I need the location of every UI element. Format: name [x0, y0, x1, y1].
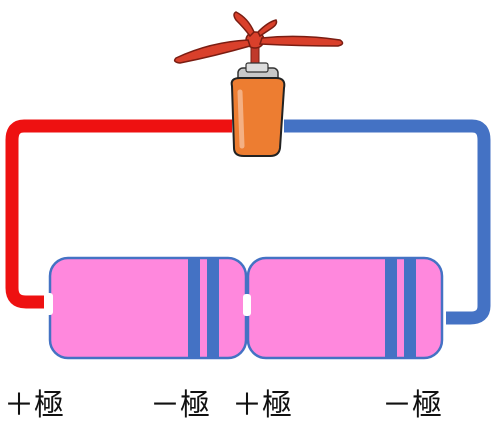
battery-contact	[243, 294, 251, 316]
battery-contact	[44, 293, 53, 315]
battery-icon	[48, 256, 248, 360]
battery2-negative-label: －極	[382, 388, 442, 423]
propeller-icon	[173, 11, 344, 64]
battery-band	[404, 259, 416, 357]
battery1-negative-label: －極	[150, 388, 210, 423]
battery-band	[188, 259, 200, 357]
motor-icon	[230, 43, 286, 157]
battery2-positive-label: ＋極	[232, 388, 292, 423]
negative-wire	[284, 119, 491, 325]
battery-band	[207, 259, 219, 357]
positive-wire	[5, 119, 232, 309]
battery-icon	[246, 256, 444, 360]
battery1-positive-label: ＋極	[4, 388, 64, 423]
battery-band	[385, 259, 397, 357]
